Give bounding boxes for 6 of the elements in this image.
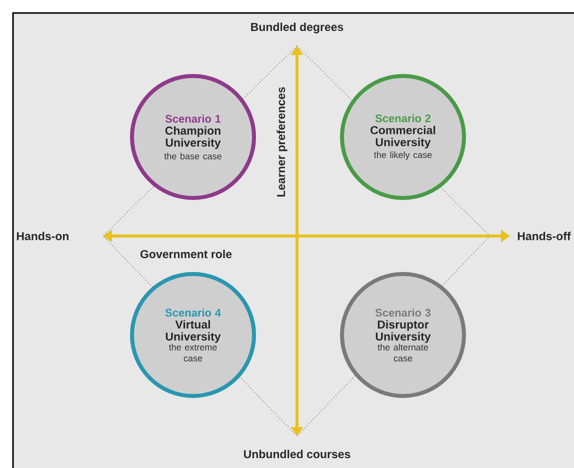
axis-label: Hands-on — [16, 232, 68, 240]
axis-label: Learner preferences — [276, 87, 288, 197]
axis-label: Unbundled courses — [244, 450, 350, 458]
axis-label: Bundled degrees — [251, 22, 344, 34]
axis-label: Government role — [140, 250, 232, 258]
axis-label: Hands-off — [518, 232, 571, 240]
